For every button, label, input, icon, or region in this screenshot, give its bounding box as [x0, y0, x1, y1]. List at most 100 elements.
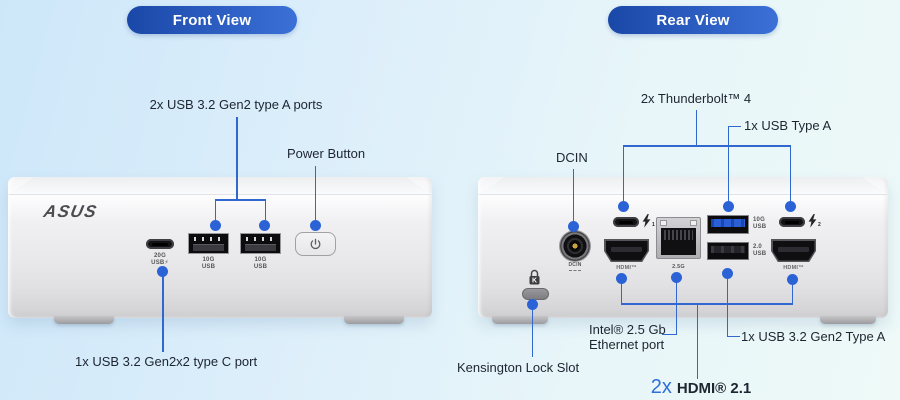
usb-a-port-1	[188, 233, 229, 254]
callout-dcin: DCIN	[556, 150, 588, 165]
callout-dot	[527, 299, 538, 310]
callout-line	[727, 125, 741, 127]
callout-dot	[259, 220, 270, 231]
usb-c-name-label: USB⚡	[151, 260, 169, 266]
usb-20-speed: 2.0	[753, 244, 762, 250]
callout-line	[622, 145, 792, 147]
usb-20-tongue	[711, 246, 745, 253]
lightning-icon	[808, 214, 817, 228]
usb-a-pins	[194, 237, 223, 241]
callout-dot	[568, 221, 579, 232]
callout-power-button: Power Button	[287, 146, 366, 161]
usb-a-name-label: USB	[253, 264, 268, 270]
callout-line	[726, 278, 729, 337]
callout-dot	[787, 274, 798, 285]
usb-a-port-1-label: 10G USB	[188, 257, 229, 271]
usb-20-port	[707, 242, 749, 260]
callout-line	[531, 309, 534, 357]
callout-line	[162, 276, 164, 352]
callout-line	[791, 284, 794, 304]
usb-c-slot	[619, 220, 633, 224]
callout-line	[695, 110, 697, 145]
kensington-lock-icon: K	[529, 269, 540, 285]
kensington-k-glyph: K	[532, 278, 537, 285]
callout-line	[314, 166, 317, 221]
callout-line	[726, 335, 740, 337]
thunderbolt-1-mark: 1	[642, 214, 655, 228]
callout-usb-gen2: 1x USB 3.2 Gen2 Type A	[741, 329, 886, 344]
callout-ethernet-line1: Intel® 2.5 Gb	[589, 322, 666, 337]
callout-usb-c-port: 1x USB 3.2 Gen2x2 type C port	[75, 354, 258, 369]
ethernet-pins	[664, 230, 693, 240]
hdmi-name-text: HDMI® 2.1	[676, 380, 752, 397]
usb-c-port-front	[146, 239, 174, 249]
usb-c-slot	[785, 220, 799, 224]
usb-a-pins	[246, 237, 275, 241]
callout-dot	[722, 268, 733, 279]
asus-logo: ASUS	[42, 202, 100, 221]
callout-line	[622, 145, 625, 202]
thunderbolt-1-number: 1	[652, 222, 655, 228]
thunderbolt-port-2	[779, 217, 805, 227]
hdmi-slot	[611, 247, 642, 252]
hdmi-port-1-label: HDMI™	[616, 265, 637, 271]
hdmi-port-2	[771, 239, 816, 262]
callout-line	[264, 199, 266, 222]
callout-thunderbolt: 2x Thunderbolt™ 4	[640, 91, 752, 106]
usb-a-name-label: USB	[201, 264, 216, 270]
hdmi-count-text: 2x	[650, 376, 672, 398]
rear-view-badge[interactable]: Rear View	[608, 6, 778, 34]
callout-dot	[618, 201, 629, 212]
dc-symbol	[569, 270, 581, 271]
usb-10g-label: 10G USB	[753, 217, 771, 231]
callout-usb-type-a: 1x USB Type A	[744, 118, 832, 133]
callout-dot	[671, 272, 682, 283]
ethernet-port-label: 2.5G	[672, 264, 685, 270]
usb-blue-tongue	[711, 219, 745, 227]
dcin-port-label: DCIN	[560, 262, 590, 271]
usb-c-speed-label: 20G	[154, 253, 166, 259]
kensington-lock-slot	[522, 288, 549, 300]
dcin-port	[560, 231, 590, 261]
callout-line	[696, 303, 698, 379]
usb-c-slot	[152, 242, 168, 246]
power-icon	[310, 238, 321, 249]
usb-a-speed-label: 10G	[202, 257, 215, 263]
lightning-icon	[642, 214, 651, 228]
front-device-foot-right	[344, 316, 404, 324]
rear-device-foot-right	[820, 316, 876, 324]
usb-c-port-label: 20G USB⚡	[143, 253, 177, 267]
front-view-badge[interactable]: Front View	[127, 6, 297, 34]
callout-line	[662, 333, 677, 335]
callout-ethernet-line2: Ethernet port	[589, 337, 665, 352]
callout-line	[214, 199, 216, 222]
callout-line	[214, 199, 266, 201]
thunderbolt-port-1	[613, 217, 639, 227]
hdmi-port-1	[604, 239, 649, 262]
callout-line	[727, 125, 730, 203]
usb-a-tongue	[245, 244, 276, 251]
usb-a-speed-label: 10G	[254, 257, 267, 263]
usb-a-port-2	[240, 233, 281, 254]
thunderbolt-2-number: 2	[818, 222, 821, 228]
usb-20-name: USB	[753, 251, 767, 257]
callout-line	[620, 303, 793, 305]
power-button	[295, 232, 336, 256]
hdmi-slot	[778, 247, 809, 252]
usb-10g-name: USB	[753, 224, 767, 230]
callout-dot	[616, 273, 627, 284]
hdmi-port-2-label: HDMI™	[783, 265, 804, 271]
ethernet-tab	[690, 220, 697, 226]
front-device-foot-left	[54, 316, 114, 324]
callout-ethernet: Intel® 2.5 Gb Ethernet port	[589, 322, 666, 352]
rear-device-foot-left	[492, 316, 548, 324]
usb-10g-port	[707, 215, 749, 234]
callout-dot	[310, 220, 321, 231]
callout-usb-a-ports: 2x USB 3.2 Gen2 type A ports	[149, 97, 323, 112]
callout-hdmi: 2x HDMI® 2.1	[642, 376, 760, 399]
callout-dot	[157, 266, 168, 277]
callout-line	[236, 117, 238, 199]
ethernet-tab	[660, 220, 667, 226]
dcin-port-text: DCIN	[568, 262, 582, 268]
